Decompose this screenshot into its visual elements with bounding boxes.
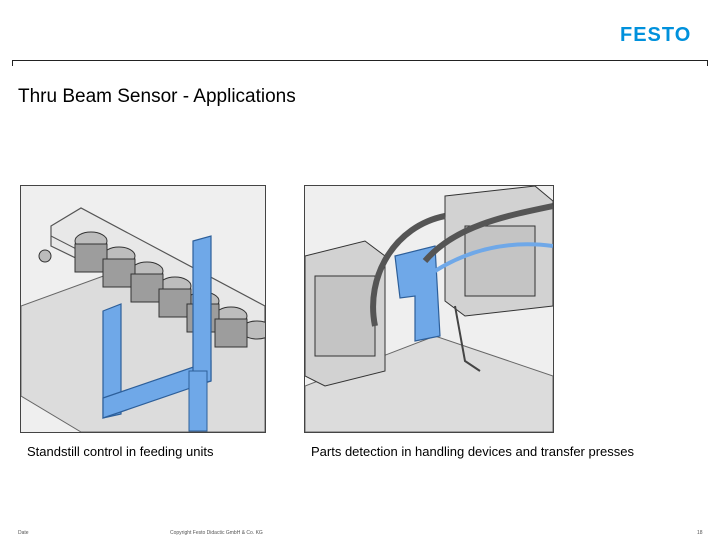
slide-title: Thru Beam Sensor - Applications (18, 86, 296, 107)
caption-feeding-unit: Standstill control in feeding units (27, 444, 214, 459)
illustration-handling-device (304, 185, 554, 433)
header-rule (12, 60, 708, 61)
caption-handling-device: Parts detection in handling devices and … (311, 444, 635, 459)
header-rule-tick-right (707, 60, 708, 66)
footer-copyright: Copyright Festo Didactic GmbH & Co. KG (170, 530, 263, 536)
festo-logo-text: FESTO (620, 24, 691, 44)
page-number: 18 (697, 530, 703, 536)
header-rule-tick-left (12, 60, 13, 66)
footer-date: Date (18, 530, 29, 536)
illustration-feeding-unit (20, 185, 266, 433)
festo-logo: FESTO (620, 24, 691, 44)
